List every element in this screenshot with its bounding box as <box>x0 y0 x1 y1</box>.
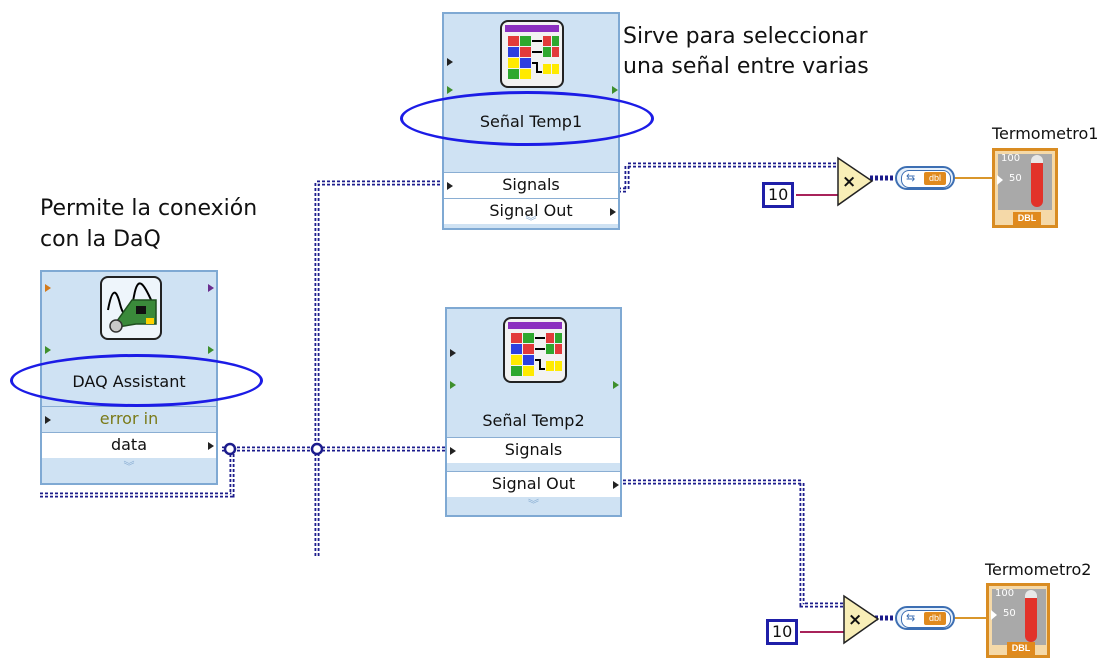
highlight-ellipse <box>400 91 654 146</box>
scale-label: 100 <box>1001 153 1021 164</box>
termometro2-label: Termometro2 <box>985 560 1092 579</box>
select-signals-note-line2: una señal entre varias <box>623 54 869 79</box>
thermometer-fill <box>1025 598 1037 642</box>
convert-from-dynamic-data-1[interactable]: ⇆ dbl <box>895 166 955 190</box>
highlight-ellipse <box>10 354 263 407</box>
input-terminal[interactable] <box>997 175 1003 185</box>
input-terminal[interactable] <box>450 447 456 455</box>
input-terminal[interactable] <box>447 86 453 94</box>
multiply-node-1[interactable]: × <box>837 156 874 207</box>
thermometer-face <box>998 154 1052 210</box>
termometro2-indicator[interactable]: 100 50 DBL <box>986 583 1050 658</box>
port-signals[interactable]: Signals <box>447 437 620 463</box>
port-label: Signals <box>502 175 560 194</box>
numeric-constant-1[interactable]: 10 <box>762 182 795 208</box>
resize-chevron-icon[interactable]: ︾ <box>123 461 135 473</box>
wire-junction <box>310 442 324 456</box>
multiply-node-2[interactable]: × <box>843 594 880 645</box>
input-terminal[interactable] <box>447 182 453 190</box>
port-label: error in <box>99 409 159 428</box>
input-terminal[interactable] <box>991 610 997 620</box>
termometro1-indicator[interactable]: 100 50 DBL <box>992 148 1058 228</box>
dbl-type-tag: DBL <box>1013 212 1041 225</box>
input-terminal[interactable] <box>45 346 51 354</box>
port-signal-out[interactable]: Signal Out <box>447 471 620 497</box>
port-label: Signals <box>504 440 563 459</box>
daq-assistant-icon <box>100 276 162 340</box>
converter-body: ⇆ dbl <box>901 170 951 188</box>
input-terminal[interactable] <box>450 381 456 389</box>
input-terminal[interactable] <box>450 349 456 357</box>
dbl-type-tag: DBL <box>1007 642 1035 655</box>
output-terminal[interactable] <box>208 346 214 354</box>
input-terminal[interactable] <box>45 416 51 424</box>
dbl-tag: dbl <box>924 612 946 625</box>
scale-label: 100 <box>995 588 1015 599</box>
port-label: data <box>110 435 148 454</box>
numeric-constant-2[interactable]: 10 <box>766 619 799 645</box>
output-terminal[interactable] <box>612 86 618 94</box>
output-terminal[interactable] <box>208 284 214 292</box>
resize-chevron-icon[interactable]: ︾ <box>528 499 539 511</box>
scale-label: 50 <box>1009 173 1022 184</box>
thermometer-face <box>992 589 1046 645</box>
output-terminal[interactable] <box>208 442 214 450</box>
convert-arrows-icon: ⇆ <box>906 612 916 624</box>
port-data[interactable]: data <box>42 432 216 458</box>
dynamic-wire-white-core <box>38 164 845 606</box>
multiply-symbol: × <box>842 172 856 192</box>
output-terminal[interactable] <box>613 481 619 489</box>
multiply-symbol: × <box>848 610 862 630</box>
select-signals-note-line1: Sirve para seleccionar <box>623 24 868 49</box>
output-terminal[interactable] <box>613 381 619 389</box>
daq-note-line2: con la DaQ <box>40 227 161 252</box>
daq-note-line1: Permite la conexión <box>40 196 258 221</box>
select-signals-node-2[interactable]: Señal Temp2 Signals Signal Out ︾ <box>445 307 622 517</box>
wire-signalout2-to-multiply2 <box>613 479 845 608</box>
scale-label: 50 <box>1003 608 1016 619</box>
port-error-in[interactable]: error in <box>42 406 216 432</box>
wire-signalout1-to-multiply1 <box>613 162 838 193</box>
convert-from-dynamic-data-2[interactable]: ⇆ dbl <box>895 606 955 630</box>
termometro1-label: Termometro1 <box>992 124 1099 143</box>
input-terminal[interactable] <box>447 58 453 66</box>
dbl-tag: dbl <box>924 172 946 185</box>
input-terminal[interactable] <box>45 284 51 292</box>
wire-junction <box>223 442 237 456</box>
output-terminal[interactable] <box>610 208 616 216</box>
converter-body: ⇆ dbl <box>901 610 951 628</box>
thermometer-fill <box>1031 163 1043 207</box>
node-name: Señal Temp2 <box>482 411 585 430</box>
port-label: Signal Out <box>491 474 576 493</box>
port-label: Signal Out <box>489 201 573 220</box>
select-signals-icon <box>503 317 567 383</box>
resize-chevron-icon[interactable]: ︾ <box>525 216 537 228</box>
select-signals-icon <box>500 20 564 88</box>
convert-arrows-icon: ⇆ <box>906 172 916 184</box>
port-signals[interactable]: Signals <box>444 172 618 198</box>
port-signal-out[interactable]: Signal Out <box>444 198 618 224</box>
